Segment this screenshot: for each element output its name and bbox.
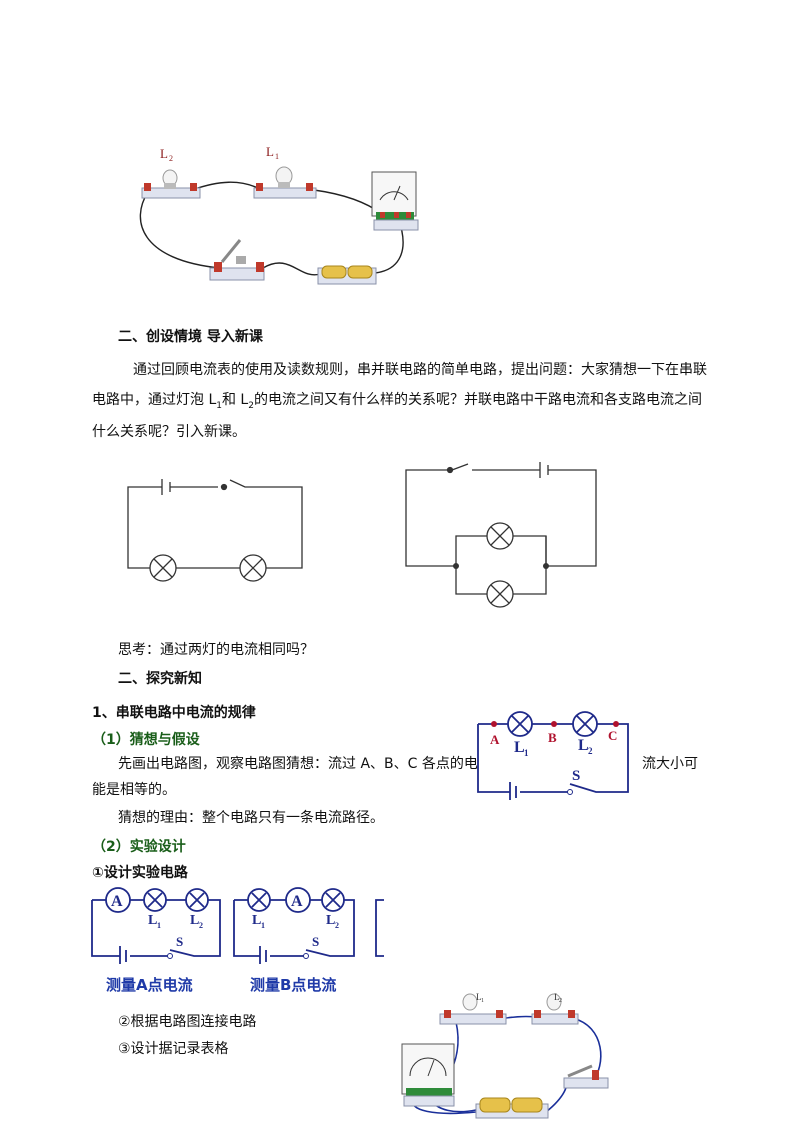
lamp-l2-subscript: 2	[199, 921, 203, 930]
lamp-l2-label: L	[554, 992, 560, 1002]
lamp-l2-subscript: 2	[169, 154, 173, 163]
series-circuit-diagram	[127, 479, 303, 582]
guess-line2: 能是相等的。	[92, 782, 176, 798]
section-heading-explore: 二、探究新知	[118, 671, 202, 687]
think-question: 思考：通过两灯的电流相同吗？	[118, 642, 314, 658]
lamp-l2-label: L	[160, 146, 168, 161]
lamp-l1-label-b: L	[252, 913, 261, 928]
lamp-l2-label: L	[578, 737, 589, 754]
caption-measure-a: 测量A点电流	[106, 976, 193, 994]
intro-paragraph-line3: 什么关系呢？引入新课。	[92, 424, 246, 440]
lamp-l2-subscript: 2	[588, 746, 593, 756]
ammeter-a-symbol: A	[111, 893, 123, 910]
lamp-l1-label: L	[476, 992, 482, 1002]
guess-line1: 先画出电路图，观察电路图猜想：流过 A、B、C 各点的电	[118, 756, 478, 772]
abc-circuit-diagram: A B C L 1 L 2 S	[477, 711, 629, 800]
lamp-l2-label-b: L	[326, 913, 335, 928]
intro-paragraph-line2: 电路中，通过灯泡 L1和 L2的电流之间又有什么样的关系呢？并联电路中干路电流和…	[92, 392, 702, 411]
guess-line1-tail: 流大小可	[642, 756, 698, 772]
design-step1: ①设计实验电路	[92, 865, 188, 881]
lamp-l2-label: L	[190, 913, 199, 928]
step2-connect-circuit: ②根据电路图连接电路	[118, 1014, 257, 1030]
apparatus-photo-1: L 2 L 1	[139, 144, 419, 285]
ammeter-b-symbol: A	[291, 893, 303, 910]
switch-s-label: S	[572, 768, 580, 784]
lamp-l1-label: L	[266, 144, 274, 159]
measurement-circuits: A L 1 L 2 S L 1 A L 2 S	[91, 887, 384, 964]
lamp-l1-subscript: 1	[157, 921, 161, 930]
intro-paragraph-line1: 通过回顾电流表的使用及读数规则，串并联电路的简单电路，提出问题：大家猜想一下在串…	[133, 362, 707, 378]
section-heading-create: 二、创设情境 导入新课	[118, 329, 263, 345]
step3-record-table: ③设计据记录表格	[118, 1041, 229, 1057]
point-c-label: C	[608, 728, 617, 743]
caption-measure-b: 测量B点电流	[250, 976, 337, 994]
subsection-series-current: 1、串联电路中电流的规律	[92, 705, 256, 721]
design-title: （2）实验设计	[92, 839, 186, 855]
point-a-label: A	[490, 732, 500, 747]
parallel-circuit-diagram	[405, 462, 597, 608]
lamp-l1-subscript: 1	[481, 998, 484, 1004]
guess-reason: 猜想的理由：整个电路只有一条电流路径。	[118, 810, 384, 826]
lamp-l1-subscript: 1	[524, 748, 529, 758]
lamp-l1-subscript: 1	[275, 152, 279, 161]
lamp-l1-label: L	[514, 739, 525, 756]
guess-title: （1）猜想与假设	[92, 732, 200, 748]
switch-s-label-b: S	[312, 934, 319, 949]
apparatus-photo-2: L 1 L 2	[401, 992, 609, 1119]
point-b-label: B	[548, 730, 557, 745]
switch-s-label: S	[176, 934, 183, 949]
lamp-l1-label: L	[148, 913, 157, 928]
lamp-l2-subscript: 2	[559, 998, 562, 1004]
lamp-l2-subscript-b: 2	[335, 921, 339, 930]
lamp-l1-subscript-b: 1	[261, 921, 265, 930]
